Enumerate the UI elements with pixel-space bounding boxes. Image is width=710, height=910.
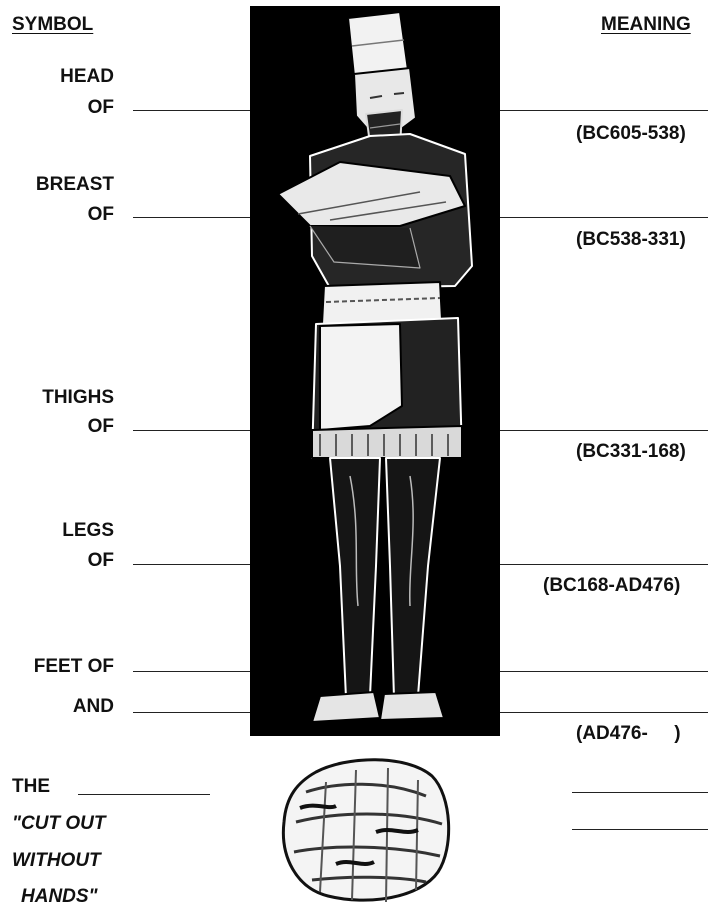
feet-date: (AD476- ) (576, 723, 681, 745)
statue-illustration (250, 6, 500, 736)
stone-illustration (276, 752, 456, 908)
head-label: HEAD (60, 66, 114, 88)
head-symbol-blank[interactable] (133, 110, 250, 111)
feet-symbol-blank-2[interactable] (133, 712, 250, 713)
feet-label: FEET OF (34, 656, 114, 678)
legs-symbol-blank[interactable] (133, 564, 250, 565)
meaning-header: MEANING (601, 14, 691, 36)
stone-cut-out-label: "CUT OUT (12, 813, 105, 835)
breast-symbol-blank[interactable] (133, 217, 250, 218)
feet-meaning-blank-2[interactable] (500, 712, 708, 713)
feet-and-label: AND (73, 696, 114, 718)
symbol-header: SYMBOL (12, 14, 93, 36)
feet-meaning-blank-1[interactable] (500, 671, 708, 672)
breast-of-label: OF (88, 204, 114, 226)
head-meaning-blank[interactable] (500, 110, 708, 111)
feet-symbol-blank-1[interactable] (133, 671, 250, 672)
head-date: (BC605-538) (576, 123, 686, 145)
stone-hands-label: HANDS" (21, 886, 98, 908)
stone-meaning-blank-2[interactable] (572, 829, 708, 830)
legs-meaning-blank[interactable] (500, 564, 708, 565)
stone-meaning-blank-1[interactable] (572, 792, 708, 793)
thighs-label: THIGHS (42, 387, 114, 409)
thighs-date: (BC331-168) (576, 441, 686, 463)
thighs-meaning-blank[interactable] (500, 430, 708, 431)
stone-the-label: THE (12, 776, 50, 798)
breast-meaning-blank[interactable] (500, 217, 708, 218)
legs-of-label: OF (88, 550, 114, 572)
breast-label: BREAST (36, 174, 114, 196)
thighs-symbol-blank[interactable] (133, 430, 250, 431)
breast-date: (BC538-331) (576, 229, 686, 251)
head-of-label: OF (88, 97, 114, 119)
statue-figure (250, 6, 500, 736)
legs-date: (BC168-AD476) (543, 575, 680, 597)
stone-figure (276, 752, 456, 908)
thighs-of-label: OF (88, 416, 114, 438)
legs-label: LEGS (62, 520, 114, 542)
stone-symbol-blank[interactable] (78, 794, 210, 795)
stone-without-label: WITHOUT (12, 850, 101, 872)
